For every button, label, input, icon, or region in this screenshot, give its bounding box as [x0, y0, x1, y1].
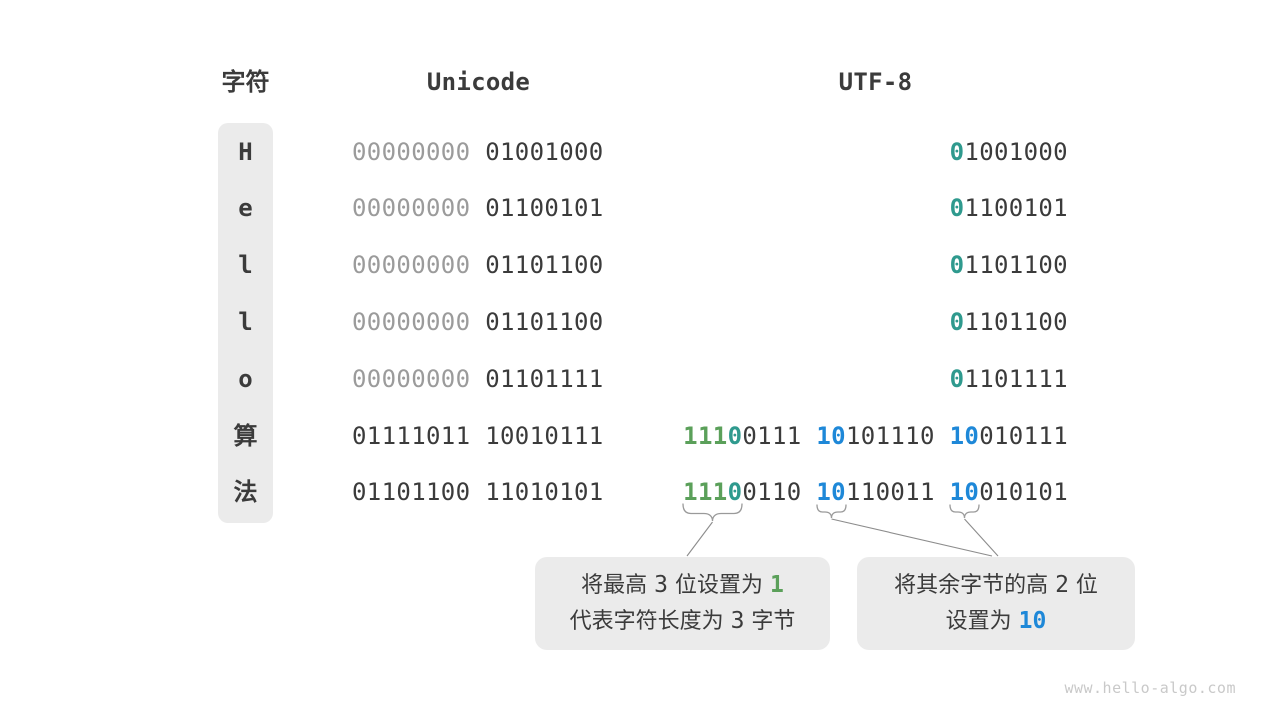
text-segment: 1100101 — [964, 194, 1068, 222]
character-cell: l — [238, 251, 253, 279]
text-segment: 代表字符长度为 — [569, 609, 731, 634]
utf8-binary-value: 01101100 — [950, 304, 1068, 340]
unicode-binary-value: 00000000 01101100 — [352, 247, 604, 283]
text-segment: 01101100 — [485, 308, 604, 336]
character-cell: 法 — [233, 478, 258, 506]
text-segment: 01100101 — [485, 194, 604, 222]
unicode-binary-value: 00000000 01001000 — [352, 134, 604, 170]
text-segment: 01111011 10010111 — [352, 422, 604, 450]
character-cell: 算 — [233, 422, 258, 450]
text-segment: 111 — [683, 422, 728, 450]
text-segment: 01101111 — [485, 365, 604, 393]
character-cell: H — [238, 138, 253, 166]
column-header-character: 字符 — [221, 68, 270, 96]
text-segment: 111 — [683, 478, 728, 506]
text-segment: 1101111 — [964, 365, 1068, 393]
connector-line-byte3 — [964, 518, 999, 557]
watermark: www.hello-algo.com — [1064, 679, 1236, 697]
unicode-binary-value: 00000000 01101111 — [352, 361, 604, 397]
utf8-binary-value: 11100111 10101110 10010111 — [683, 418, 1068, 454]
text-segment: 0 — [949, 194, 965, 222]
utf8-binary-value: 01101111 — [950, 361, 1068, 397]
text-segment: 字节 — [744, 609, 796, 634]
connector-line-byte2 — [831, 518, 993, 557]
text-segment: 位设置为 — [668, 573, 770, 598]
text-segment: 010101 — [979, 478, 1068, 506]
text-segment: 3 — [654, 572, 668, 598]
text-segment: 0 — [949, 138, 965, 166]
connector-line-prefix — [686, 521, 713, 557]
text-segment: 101110 — [845, 422, 950, 450]
text-segment: 110011 — [845, 478, 950, 506]
text-segment: 10 — [949, 478, 980, 506]
text-segment: 0 — [949, 251, 965, 279]
unicode-binary-value: 01111011 10010111 — [352, 418, 604, 454]
text-segment: 10 — [949, 422, 980, 450]
character-cell: o — [238, 365, 253, 393]
utf8-binary-value: 11100110 10110011 10010101 — [683, 474, 1068, 510]
text-segment: 1 — [770, 572, 784, 598]
column-header-unicode: Unicode — [426, 68, 531, 96]
text-segment: 将最高 — [581, 573, 655, 598]
text-segment: 0111 — [742, 422, 817, 450]
character-cell: e — [238, 194, 253, 222]
text-segment: 10 — [816, 478, 846, 506]
text-segment: 00000000 — [352, 251, 486, 279]
text-segment: 0110 — [742, 478, 817, 506]
text-segment: 0 — [727, 478, 743, 506]
text-segment: 00000000 — [352, 365, 486, 393]
callout-3bit-prefix: 将最高 3 位设置为 1 代表字符长度为 3 字节 — [535, 557, 830, 650]
text-segment: 10 — [1018, 608, 1047, 634]
utf8-binary-value: 01100101 — [950, 190, 1068, 226]
column-header-utf8: UTF-8 — [838, 68, 913, 96]
unicode-binary-value: 00000000 01101100 — [352, 304, 604, 340]
text-segment: 10 — [816, 422, 846, 450]
text-segment: 位 — [1068, 573, 1098, 598]
text-segment: 设置为 — [945, 609, 1019, 634]
text-segment: 将其余字节的高 — [894, 573, 1056, 598]
text-segment: 0 — [727, 422, 743, 450]
text-segment: 01101100 11010101 — [352, 478, 604, 506]
text-segment: 3 — [730, 608, 745, 634]
text-segment: 00000000 — [352, 308, 486, 336]
text-segment: 1001000 — [964, 138, 1068, 166]
callout-3bit-prefix-line2: 代表字符长度为 3 字节 — [535, 603, 830, 639]
text-segment: 0 — [949, 308, 965, 336]
text-segment: 010111 — [979, 422, 1068, 450]
text-segment: 1101100 — [964, 251, 1068, 279]
unicode-binary-value: 00000000 01100101 — [352, 190, 604, 226]
unicode-binary-value: 01101100 11010101 — [352, 474, 604, 510]
callout-continuation-line1: 将其余字节的高 2 位 — [857, 567, 1135, 603]
utf8-binary-value: 01101100 — [950, 247, 1068, 283]
character-column-background — [218, 123, 273, 523]
text-segment: 01001000 — [485, 138, 604, 166]
callout-3bit-prefix-line1: 将最高 3 位设置为 1 — [535, 567, 830, 603]
callout-continuation-bits: 将其余字节的高 2 位 设置为 10 — [857, 557, 1135, 650]
text-segment: 00000000 — [352, 138, 486, 166]
text-segment: 1101100 — [964, 308, 1068, 336]
character-cell: l — [238, 308, 253, 336]
utf8-binary-value: 01001000 — [950, 134, 1068, 170]
text-segment: 2 — [1055, 572, 1069, 598]
text-segment: 0 — [949, 365, 965, 393]
text-segment: 00000000 — [352, 194, 486, 222]
text-segment: 01101100 — [485, 251, 604, 279]
callout-continuation-line2: 设置为 10 — [857, 603, 1135, 639]
